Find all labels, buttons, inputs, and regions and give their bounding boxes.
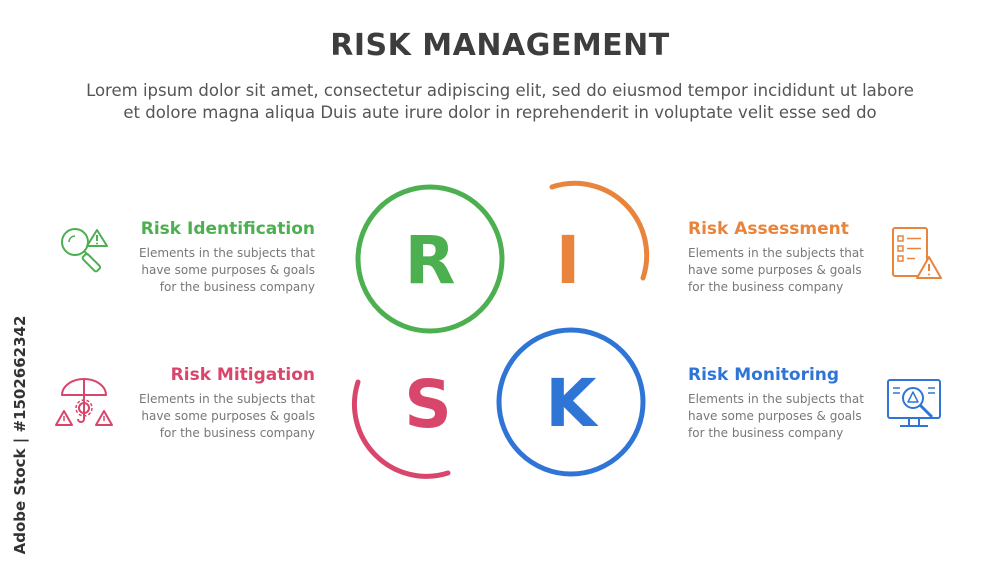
monitor-warning-icon <box>887 379 941 427</box>
item-title: Risk Identification <box>140 219 315 239</box>
s-arc <box>351 379 451 479</box>
item-description: Elements in the subjects that have some … <box>95 245 315 296</box>
letter-i: I <box>556 222 581 299</box>
i-arc <box>549 180 650 281</box>
r-circle <box>355 184 505 334</box>
page-title: RISK MANAGEMENT <box>330 28 670 63</box>
desc-line: for the business company <box>159 280 315 294</box>
item-risk-mitigation: Risk Mitigation Elements in the subjects… <box>95 365 315 442</box>
desc-line: for the business company <box>688 426 844 440</box>
item-risk-assessment: Risk Assessment Elements in the subjects… <box>688 219 908 296</box>
item-description: Elements in the subjects that have some … <box>688 391 908 442</box>
subtitle: Lorem ipsum dolor sit amet, consectetur … <box>40 80 960 124</box>
item-description: Elements in the subjects that have some … <box>95 391 315 442</box>
letter-r: R <box>405 222 456 299</box>
subtitle-line-2: et dolore magna aliqua Duis aute irure d… <box>123 103 877 122</box>
desc-line: have some purposes & goals <box>688 409 862 423</box>
desc-line: have some purposes & goals <box>141 409 315 423</box>
desc-line: for the business company <box>159 426 315 440</box>
checklist-warning-icon <box>892 227 942 279</box>
item-title: Risk Assessment <box>688 219 849 239</box>
letter-s: S <box>404 366 452 443</box>
item-risk-identification: Risk Identification Elements in the subj… <box>95 219 315 296</box>
umbrella-gear-icon <box>55 378 113 426</box>
desc-line: Elements in the subjects that <box>139 392 315 406</box>
magnifier-warning-icon <box>61 228 108 273</box>
watermark-text: Adobe Stock | #1502662342 <box>11 315 29 555</box>
item-title: Risk Monitoring <box>688 365 840 385</box>
desc-line: Elements in the subjects that <box>688 392 864 406</box>
desc-line: have some purposes & goals <box>688 263 862 277</box>
desc-line: Elements in the subjects that <box>139 246 315 260</box>
desc-line: for the business company <box>688 280 844 294</box>
item-title: Risk Mitigation <box>170 365 315 385</box>
item-risk-monitoring: Risk Monitoring Elements in the subjects… <box>688 365 908 442</box>
subtitle-line-1: Lorem ipsum dolor sit amet, consectetur … <box>86 81 914 100</box>
desc-line: have some purposes & goals <box>141 263 315 277</box>
letter-k: K <box>545 365 599 442</box>
k-circle <box>496 327 646 477</box>
item-description: Elements in the subjects that have some … <box>688 245 908 296</box>
watermark: Adobe Stock | #1502662342 <box>8 315 32 555</box>
desc-line: Elements in the subjects that <box>688 246 864 260</box>
